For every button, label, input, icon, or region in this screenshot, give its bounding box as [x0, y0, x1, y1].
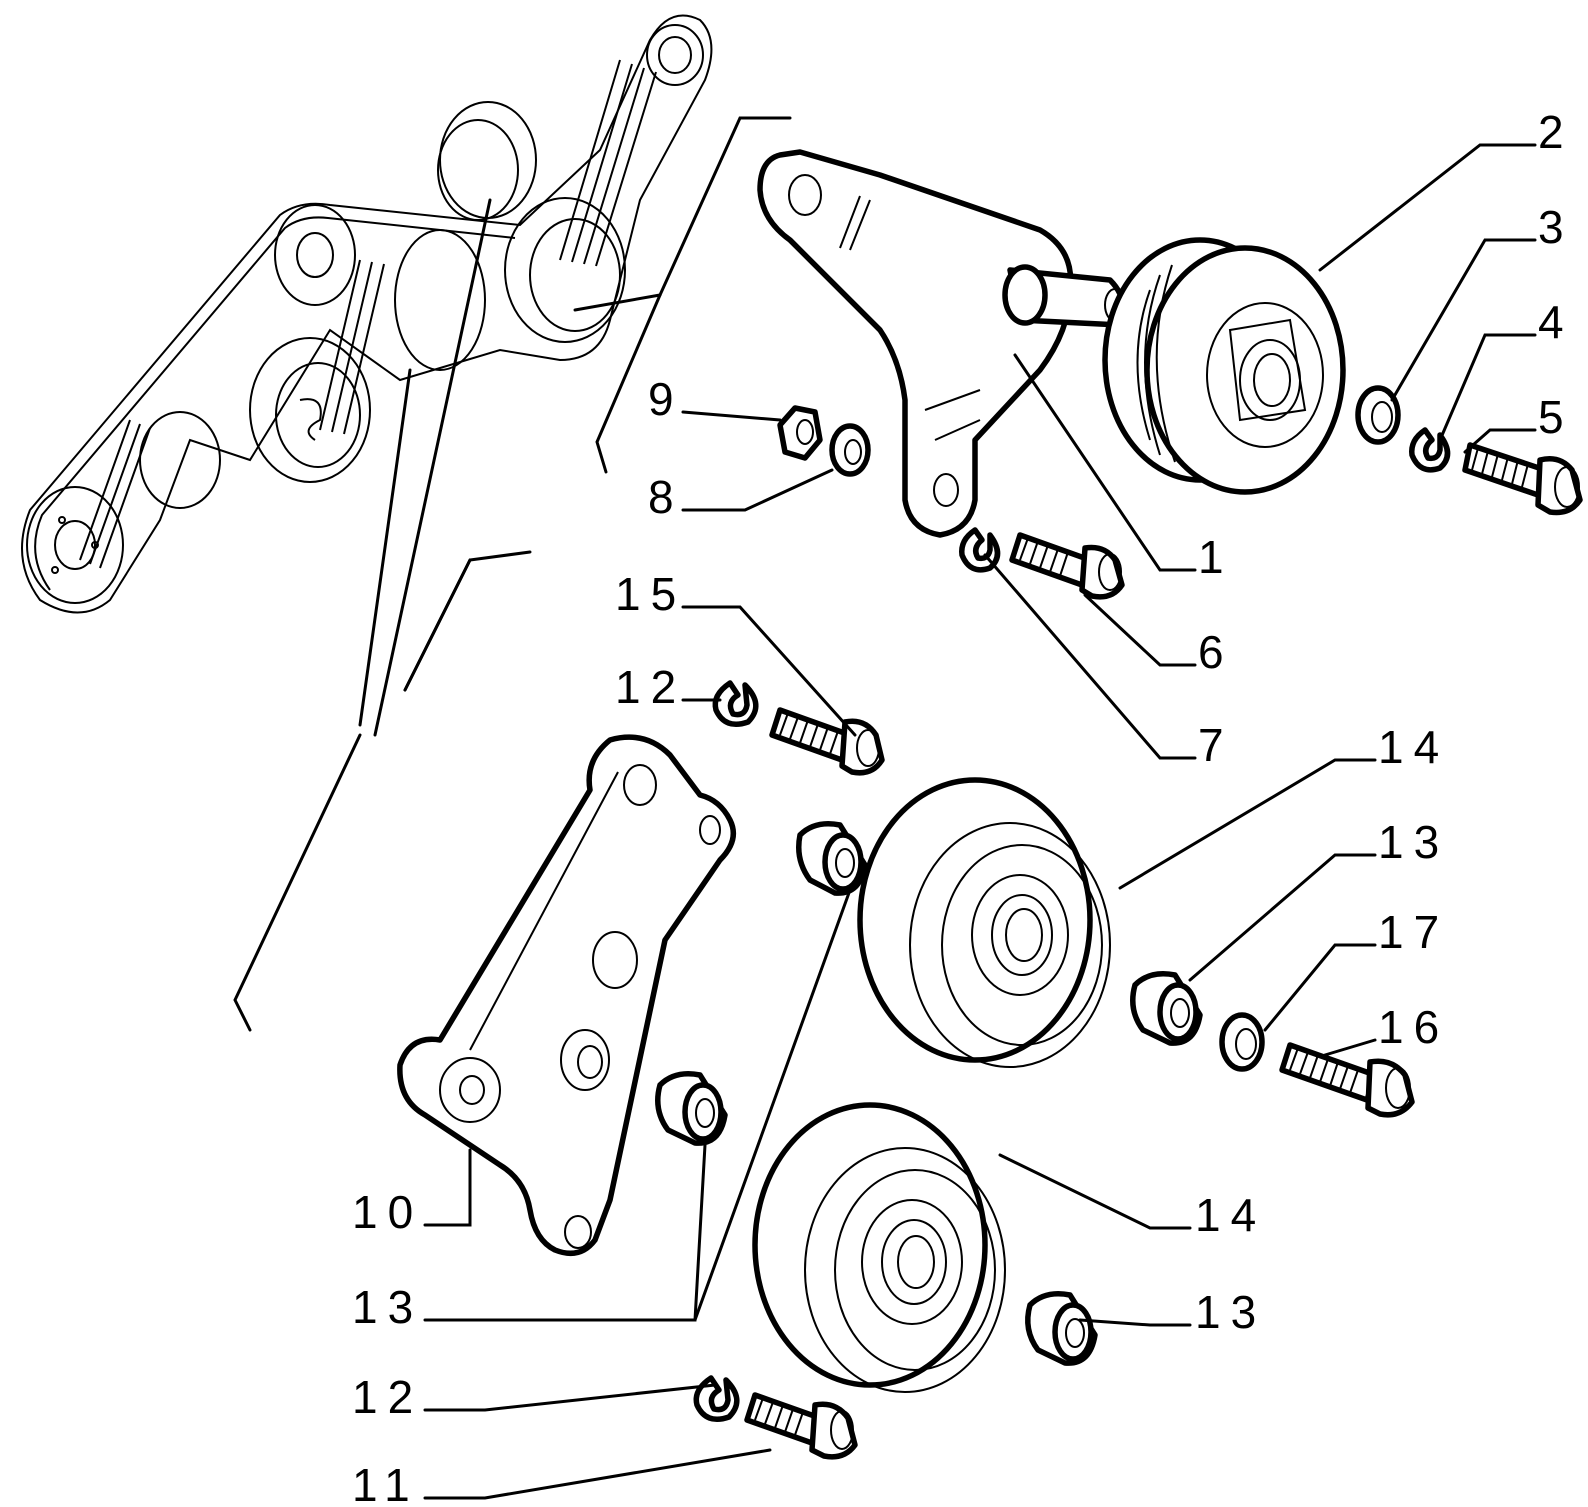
callout-12-lower: 12 [352, 1371, 423, 1423]
pulley-icon [752, 1102, 1006, 1393]
bushing-icon [796, 821, 868, 896]
callout-13-right: 13 [1378, 816, 1449, 868]
washer-icon [829, 423, 871, 477]
pulley-icon [1102, 237, 1346, 495]
callout-3: 3 [1538, 201, 1574, 253]
washer-icon [1355, 385, 1401, 445]
bushing-icon [1025, 1291, 1098, 1366]
bolt-icon [1009, 532, 1125, 600]
callout-13-lower-right: 13 [1195, 1286, 1266, 1338]
callout-11: 11 [352, 1459, 420, 1507]
washer-icon [693, 1375, 740, 1422]
pulley-icon [857, 777, 1111, 1068]
callout-2: 2 [1538, 106, 1574, 158]
callout-6: 6 [1198, 626, 1234, 678]
callout-17: 17 [1378, 906, 1449, 958]
bolt-icon [744, 1392, 858, 1460]
callout-13-left: 13 [352, 1281, 423, 1333]
bracket-icon [397, 734, 737, 1257]
callout-14-upper: 14 [1378, 721, 1449, 773]
tensioner-bracket-upper [757, 149, 1127, 538]
callout-5: 5 [1538, 391, 1574, 443]
bolt-icon [769, 707, 885, 776]
bushing-icon [1130, 971, 1203, 1046]
callout-9: 9 [648, 373, 684, 425]
callout-4: 4 [1538, 296, 1574, 348]
callout-7: 7 [1198, 719, 1234, 771]
callout-8: 8 [648, 471, 684, 523]
belt-leader-lines [233, 116, 792, 1032]
bushing-icon [655, 1071, 728, 1146]
leader-lines [423, 143, 1537, 1500]
bolt-icon [1279, 1042, 1415, 1118]
callout-15: 15 [615, 568, 686, 620]
callout-14-lower: 14 [1195, 1189, 1266, 1241]
belt-layout-icon [21, 14, 713, 614]
bolt-icon [1462, 442, 1583, 516]
nut-icon [777, 405, 823, 461]
callout-10: 10 [352, 1186, 423, 1238]
washer-icon [1409, 427, 1451, 473]
washer-icon [1219, 1012, 1265, 1072]
callout-labels: 2 3 4 5 1 6 7 9 8 15 12 14 13 17 16 14 1… [352, 106, 1574, 1507]
callout-1: 1 [1198, 531, 1234, 583]
washer-icon [712, 680, 759, 727]
callout-12-upper: 12 [615, 661, 686, 713]
callout-16: 16 [1378, 1001, 1449, 1053]
